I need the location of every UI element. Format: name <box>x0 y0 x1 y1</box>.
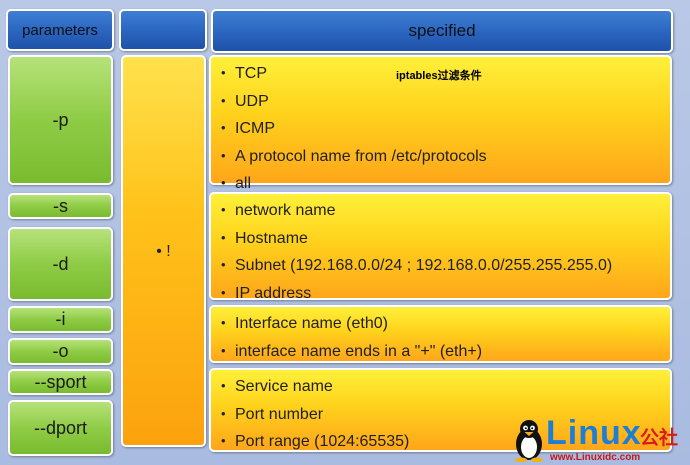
param-s: -s <box>8 193 113 219</box>
parameters-header: parameters <box>6 9 114 51</box>
diagram-caption: iptables过滤条件 <box>396 70 482 82</box>
protocol-item: A protocol name from /etc/protocols <box>221 143 670 171</box>
watermark-site: www.Linuxidc.com <box>550 452 641 463</box>
param-d: -d <box>8 227 113 301</box>
watermark-brand: Linux <box>546 414 642 452</box>
protocol-item: TCP <box>221 60 670 88</box>
penguin-icon <box>515 420 543 462</box>
param-i-label: -i <box>55 309 66 329</box>
address-item: network name <box>221 197 670 225</box>
param-dport-label: --dport <box>33 417 87 438</box>
param-d-label: -d <box>52 253 69 274</box>
param-p: -p <box>8 55 113 185</box>
negation-label: • ! <box>156 243 171 261</box>
param-sport: --sport <box>8 369 113 395</box>
param-s-label: -s <box>53 195 68 216</box>
watermark-brand-cn: 公社 <box>640 428 679 449</box>
parameters-header-label: parameters <box>22 21 98 39</box>
interface-group: Interface name (eth0)interface name ends… <box>209 305 672 363</box>
protocol-item: UDP <box>221 88 670 116</box>
param-p-label: -p <box>52 109 69 130</box>
port-list: Service namePort numberPort range (1024:… <box>221 373 670 456</box>
param-i: -i <box>8 306 113 333</box>
interface-list: Interface name (eth0)interface name ends… <box>221 310 670 365</box>
protocol-group: TCPUDPICMPA protocol name from /etc/prot… <box>209 55 672 192</box>
negation-header <box>119 9 207 51</box>
specified-header-label: specified <box>408 21 476 40</box>
param-o: -o <box>8 338 113 365</box>
address-group: network nameHostnameSubnet (192.168.0.0/… <box>209 192 672 302</box>
port-item: Port range (1024:65535) <box>221 428 670 456</box>
port-item: Port number <box>221 401 670 429</box>
param-dport: --dport <box>8 400 113 456</box>
interface-item: interface name ends in a "+" (eth+) <box>221 338 670 366</box>
address-item: IP address <box>221 280 670 308</box>
interface-item: Interface name (eth0) <box>221 310 670 338</box>
protocol-list: TCPUDPICMPA protocol name from /etc/prot… <box>221 60 670 198</box>
param-sport-label: --sport <box>34 371 87 392</box>
address-item: Hostname <box>221 225 670 253</box>
negation-column: • ! <box>121 55 206 447</box>
protocol-item: all <box>221 170 670 198</box>
address-item: Subnet (192.168.0.0/24 ; 192.168.0.0/255… <box>221 252 670 280</box>
port-group: Service namePort numberPort range (1024:… <box>209 368 672 452</box>
param-o-label: -o <box>52 341 69 361</box>
port-item: Service name <box>221 373 670 401</box>
address-list: network nameHostnameSubnet (192.168.0.0/… <box>221 197 670 307</box>
specified-header: specified <box>211 9 673 53</box>
linuxidc-watermark: Linux 公社 www.Linuxidc.com <box>512 414 688 464</box>
protocol-item: ICMP <box>221 115 670 143</box>
